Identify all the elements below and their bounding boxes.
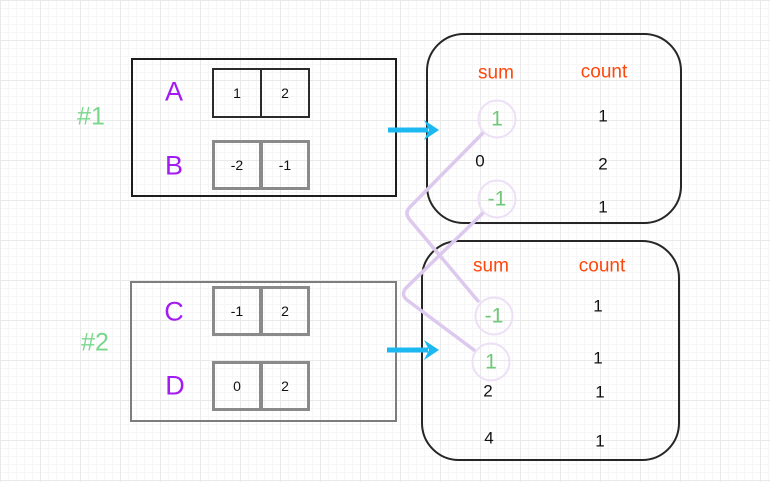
array-d-cell-1-value: 2 <box>281 378 289 394</box>
table-2-row-4-sum: 4 <box>484 428 494 448</box>
table-2-row-3-count: 1 <box>595 382 605 402</box>
table-2-row-2-highlight-ring: 1 <box>471 342 511 382</box>
result-table-2-box <box>421 240 680 461</box>
table-1-row-3-count: 1 <box>598 197 608 217</box>
group-1-tag: #1 <box>77 102 105 131</box>
table-2-row-2-count: 1 <box>593 348 603 368</box>
table-2-row-2-sum: 1 <box>485 350 497 373</box>
table-2-row-1-highlight-ring: -1 <box>474 296 514 336</box>
array-a-label: A <box>164 76 184 107</box>
table-1-row-2-count: 2 <box>598 154 608 174</box>
array-b-label: B <box>164 150 184 181</box>
array-b-cell-0: -2 <box>212 140 262 190</box>
array-b-cell-1-value: -1 <box>278 157 292 173</box>
table-1-row-1-highlight-ring: 1 <box>477 99 517 139</box>
table-2-sum-header: sum <box>473 255 509 277</box>
result-table-1-box <box>426 33 682 224</box>
table-1-sum-header: sum <box>478 62 514 84</box>
array-a-cell-0-value: 1 <box>233 85 241 101</box>
array-c-cell-1: 2 <box>260 286 310 336</box>
table-2-count-header: count <box>578 255 626 277</box>
table-1-row-1-sum: 1 <box>491 107 503 130</box>
array-c-cell-0-value: -1 <box>230 303 244 319</box>
array-d-cell-0: 0 <box>212 361 262 411</box>
array-a-cell-1: 2 <box>260 68 310 118</box>
array-b-cell-0-value: -2 <box>230 157 244 173</box>
table-1-count-header: count <box>580 61 628 83</box>
array-d-cell-0-value: 0 <box>233 378 241 394</box>
array-c-cell-1-value: 2 <box>281 303 289 319</box>
table-2-row-1-sum: -1 <box>484 304 504 327</box>
array-c-label: C <box>164 296 184 327</box>
array-b-cell-1: -1 <box>260 140 310 190</box>
table-2-row-4-count: 1 <box>595 431 605 451</box>
array-c-cell-0: -1 <box>212 286 262 336</box>
group-2-tag: #2 <box>81 328 109 357</box>
array-a-cell-1-value: 2 <box>281 85 289 101</box>
table-1-row-1-count: 1 <box>598 106 608 126</box>
array-d-label: D <box>165 370 185 401</box>
array-d-cell-1: 2 <box>260 361 310 411</box>
table-1-row-3-highlight-ring: -1 <box>477 179 517 219</box>
table-1-row-3-sum: -1 <box>487 187 507 210</box>
array-a-cell-0: 1 <box>212 68 262 118</box>
table-2-row-1-count: 1 <box>593 296 603 316</box>
table-1-row-2-sum: 0 <box>475 151 485 171</box>
table-2-row-3-sum: 2 <box>483 381 493 401</box>
